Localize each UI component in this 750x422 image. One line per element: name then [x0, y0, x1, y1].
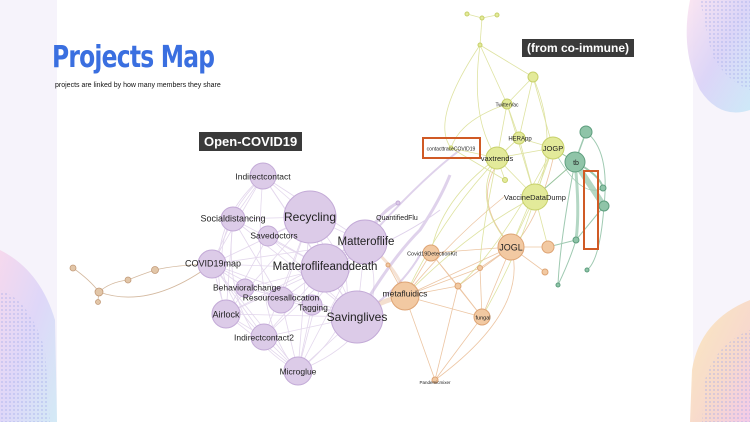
- node-recycling: [283, 190, 337, 244]
- label-vaxtrends: vaxtrends: [481, 154, 514, 163]
- node-orange-small-2: [477, 265, 483, 271]
- node-orange-small-3: [541, 240, 555, 254]
- page-subtitle: projects are linked by how many members …: [55, 82, 221, 89]
- node-savedoctors: [257, 225, 279, 247]
- node-indirectcontact: [249, 162, 277, 190]
- label-jogl: JOGL: [499, 242, 523, 252]
- node-vaccinedatadump: [521, 183, 549, 211]
- node-matteroflife: [342, 219, 388, 265]
- highlight-box-teal: [583, 170, 599, 250]
- group-label-open-covid19: Open-COVID19: [199, 132, 303, 151]
- nodes-left-chain: [69, 264, 159, 305]
- label-contacttracecovid19: contacttraceCOVID19: [427, 146, 476, 152]
- node-yellow-top-2: [479, 15, 485, 21]
- nodes-teal: [555, 125, 610, 288]
- label-jogp: JOGP: [543, 144, 563, 153]
- label-matteroflifeanddeath: Matteroflifeanddeath: [273, 261, 378, 273]
- node-tagging: [301, 294, 323, 316]
- label-socialdistancing: Socialdistancing: [200, 213, 265, 223]
- node-covid19map: [197, 249, 227, 279]
- node-left-chain-3: [124, 276, 132, 284]
- node-teal-top: [579, 125, 593, 139]
- node-resourcesallocation: [267, 286, 295, 314]
- node-socialdistancing: [220, 206, 246, 232]
- nodes-orange: [385, 233, 555, 384]
- label-airlock: Airlock: [212, 309, 240, 319]
- node-left-chain-1: [69, 264, 77, 272]
- node-twittervac: [501, 98, 513, 110]
- label-tb: tb: [573, 160, 579, 167]
- node-teal-4: [584, 267, 590, 273]
- node-vaxtrends: [485, 146, 509, 170]
- node-teal-2: [598, 200, 610, 212]
- group-label-co-immune: (from co-immune): [522, 39, 634, 57]
- node-indirectcontact2: [250, 323, 278, 351]
- label-quantifiedflu: QuantifiedFlu: [376, 215, 418, 222]
- node-contacttracecovid19: [448, 145, 454, 151]
- label-vaccinedatadump: VaccineDataDump: [504, 193, 566, 202]
- node-herapp: [512, 131, 526, 145]
- nodes-purple: [197, 162, 401, 386]
- label-tagging: Tagging: [298, 302, 328, 312]
- label-matteroflife: Matteroflife: [338, 236, 395, 248]
- label-microglue: Microglue: [280, 366, 317, 376]
- page-title: Projects Map: [52, 40, 215, 75]
- label-covid19map: COVID19map: [185, 258, 241, 268]
- node-left-chain-2: [94, 287, 104, 297]
- label-recycling: Recycling: [284, 210, 336, 224]
- node-left-chain-5: [95, 299, 101, 305]
- highlight-boxes: [422, 137, 599, 250]
- nodes-yellow: [448, 11, 565, 211]
- label-behavioralchange: Behavioralchange: [213, 282, 281, 292]
- node-labels: Indirectcontact Socialdistancing Recycli…: [185, 102, 579, 385]
- node-teal-5: [555, 282, 561, 288]
- node-fungal: [473, 308, 491, 326]
- node-yellow-small-1: [502, 177, 508, 183]
- node-jogl: [497, 233, 525, 261]
- label-savedoctors: Savedoctors: [250, 230, 297, 240]
- label-pandemicmixer: Pandemicmixer: [419, 380, 451, 385]
- node-microglue: [283, 356, 313, 386]
- node-yellow-top-5: [527, 71, 539, 83]
- node-tb: [564, 151, 586, 173]
- label-indirectcontact: Indirectcontact: [235, 171, 291, 181]
- node-orange-small-5: [541, 268, 549, 276]
- label-resourcesallocation: Resourcesallocation: [243, 292, 320, 302]
- node-metafluidics: [390, 281, 420, 311]
- edges-left-chain: [72, 263, 213, 301]
- node-left-chain-4: [151, 266, 159, 274]
- label-herapp: HERApp: [508, 137, 532, 143]
- node-quantifiedflu: [395, 200, 401, 206]
- node-pandemicmixer: [431, 376, 439, 384]
- label-metafluidics: metafluidics: [383, 288, 428, 298]
- node-savinglives: [330, 290, 384, 344]
- label-savinglives: Savinglives: [327, 310, 388, 324]
- node-yellow-top-1: [464, 11, 470, 17]
- node-behavioralchange: [235, 278, 255, 298]
- node-matteroflifeanddeath: [300, 243, 350, 293]
- label-indirectcontact2: Indirectcontact2: [234, 332, 294, 342]
- label-covid19detectionkit: Covid19DetectionKit: [407, 251, 457, 257]
- node-teal-1: [599, 184, 607, 192]
- node-yellow-top-4: [477, 42, 483, 48]
- node-covid19detectionkit: [422, 244, 440, 262]
- node-jogp: [541, 136, 565, 160]
- node-orange-small-1: [454, 282, 462, 290]
- highlight-box-contacttrace: [422, 137, 481, 159]
- node-yellow-top-3: [494, 12, 500, 18]
- node-orange-small-4: [385, 262, 391, 268]
- node-airlock: [211, 299, 241, 329]
- label-twittervac: TwitterVac: [496, 102, 519, 108]
- label-fungal: fungal: [476, 315, 491, 321]
- node-teal-3: [572, 236, 580, 244]
